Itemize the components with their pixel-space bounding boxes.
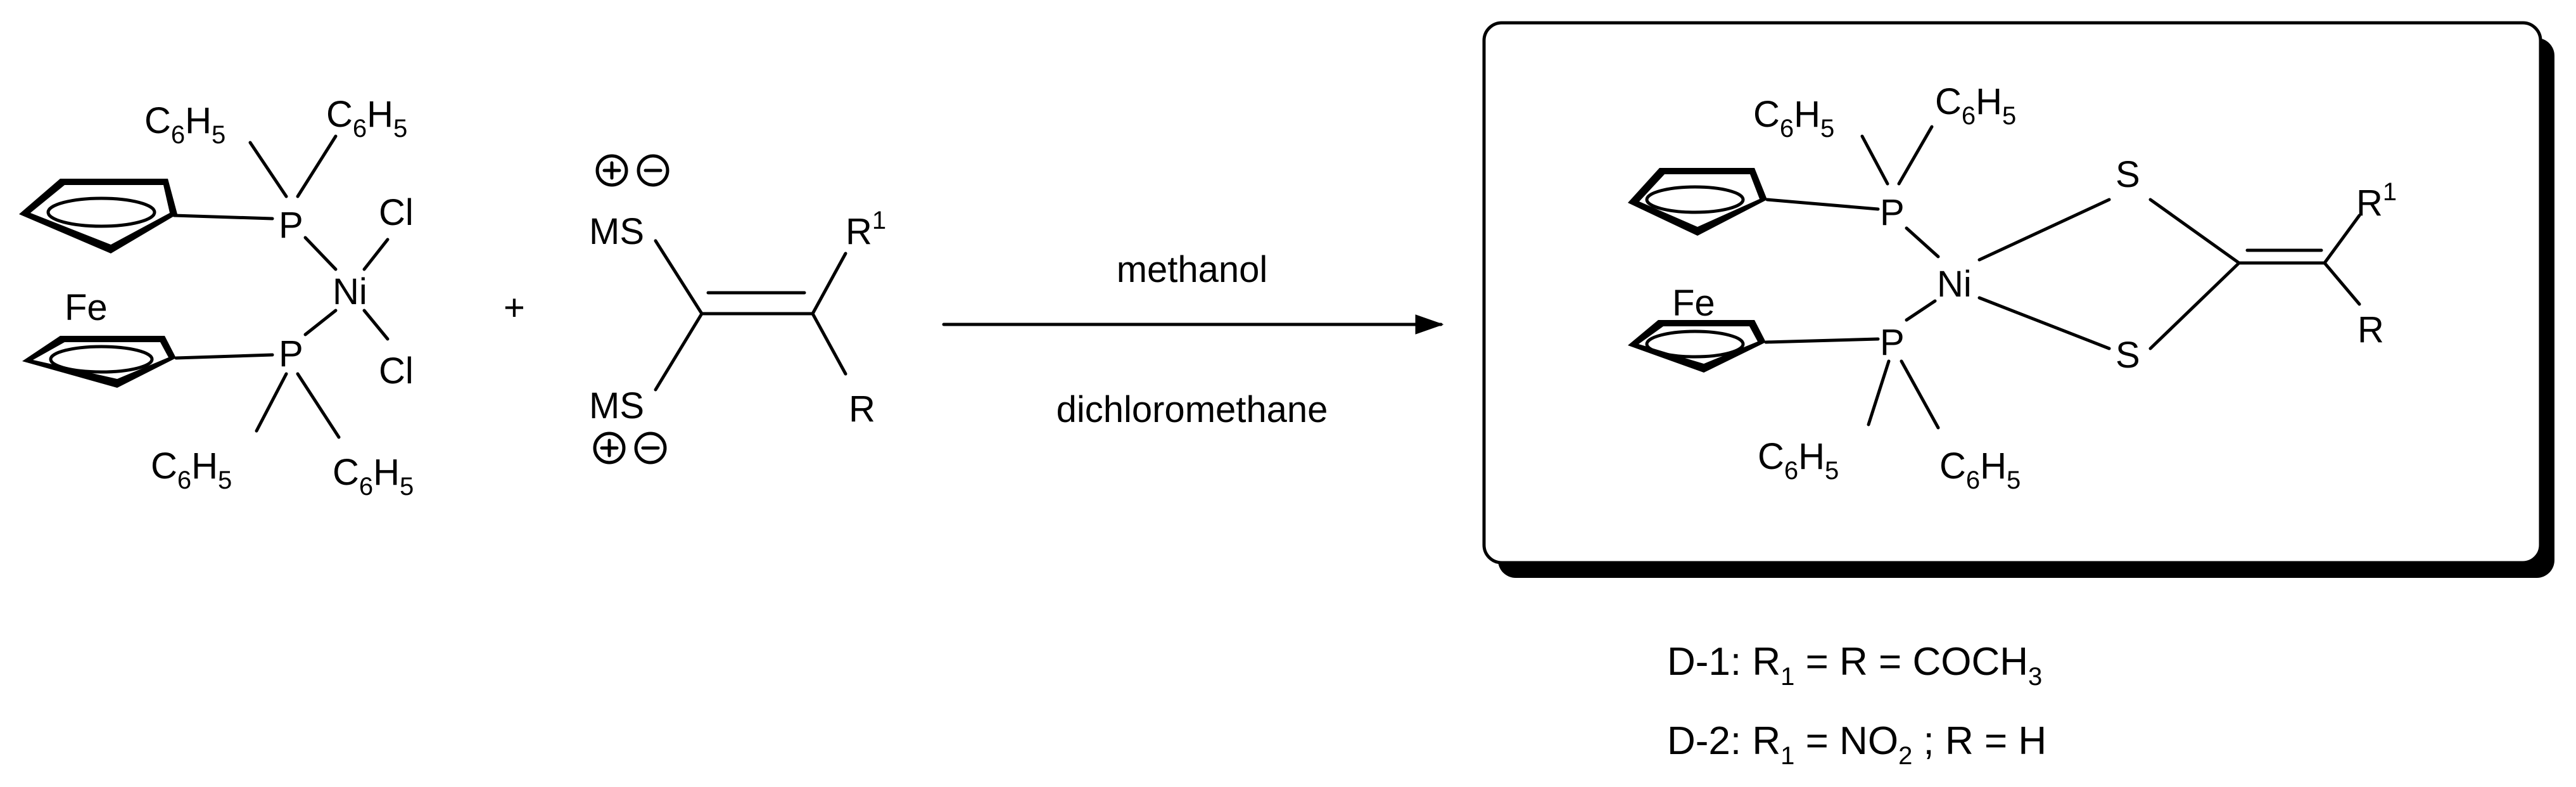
product-box bbox=[1482, 21, 2554, 578]
reactant-dithiolate-salt: MS MS R1 R bbox=[589, 154, 886, 464]
iron-label: Fe bbox=[65, 287, 108, 328]
phenyl-label bbox=[151, 445, 232, 494]
phenyl-label bbox=[333, 452, 414, 501]
r1-label: R1 bbox=[846, 207, 886, 252]
reagent-dichloromethane: dichloromethane bbox=[1056, 389, 1328, 430]
phosphorus-bottom-label: P bbox=[279, 333, 303, 374]
product-iron-label: Fe bbox=[1672, 283, 1715, 324]
ms-top-label: MS bbox=[589, 211, 644, 252]
caption-d2: D-2: R1 = NO2 ; R = H bbox=[1667, 719, 2046, 770]
plus-sign: + bbox=[504, 287, 525, 328]
chloride-bottom-label: Cl bbox=[379, 350, 414, 392]
product-cp-ring-bottom bbox=[1628, 320, 1766, 373]
phosphorus-top-label: P bbox=[279, 205, 303, 246]
reagent-methanol: methanol bbox=[1117, 249, 1268, 290]
caption-d1: D-1: R1 = R = COCH3 bbox=[1667, 640, 2042, 691]
reaction-arrow: methanol dichloromethane bbox=[942, 249, 1444, 430]
phenyl-label bbox=[144, 100, 226, 149]
cp-ring-top bbox=[19, 179, 177, 253]
product-cp-ring-top bbox=[1628, 168, 1767, 236]
product-r1-label: R1 bbox=[2356, 178, 2397, 224]
product-complex: Fe P P Ni S S R1 R bbox=[1628, 81, 2397, 494]
product-phosphorus-top-label: P bbox=[1880, 192, 1905, 233]
r-label: R bbox=[849, 388, 875, 430]
reactant-nickel-dichloride-complex: Fe P P Ni Cl Cl bbox=[19, 94, 414, 501]
ms-bottom-label: MS bbox=[589, 385, 644, 426]
phenyl-label bbox=[326, 94, 408, 143]
product-phosphorus-bottom-label: P bbox=[1880, 322, 1905, 363]
charge-pair-top bbox=[595, 154, 669, 187]
nickel-label: Ni bbox=[333, 271, 367, 312]
sulfur-bottom-label: S bbox=[2116, 335, 2140, 376]
sulfur-top-label: S bbox=[2116, 154, 2140, 195]
cp-ring-bottom bbox=[22, 336, 176, 388]
product-nickel-label: Ni bbox=[1937, 264, 1972, 305]
chloride-top-label: Cl bbox=[379, 192, 414, 233]
product-r-label: R bbox=[2357, 309, 2384, 350]
charge-pair-bottom bbox=[593, 432, 667, 464]
